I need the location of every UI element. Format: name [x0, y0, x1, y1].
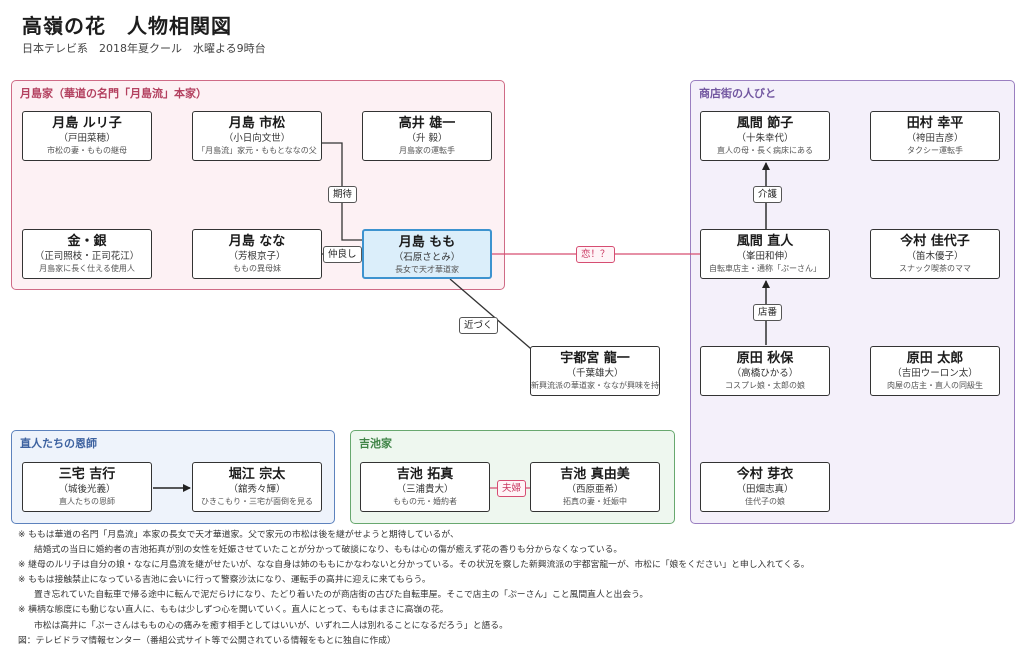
- person-card-kayoko: 今村 佳代子 （笛木優子） スナック喫茶のママ: [870, 229, 1000, 279]
- person-role: 月島家に長く仕える使用人: [39, 264, 135, 273]
- person-name: 月島 なな: [228, 234, 286, 249]
- person-actor: （田畑志真）: [736, 484, 794, 495]
- person-role: 新興流派の華道家・ななが興味を持つ: [531, 381, 659, 390]
- person-actor: （正司照枝・正司花江）: [34, 251, 140, 262]
- relation-label-kitai: 期待: [328, 186, 358, 203]
- person-actor: （戸田菜穂）: [58, 133, 116, 144]
- person-card-kohei: 田村 幸平 （袴田吉彦） タクシー運転手: [870, 111, 1000, 161]
- person-role: 市松の妻・ももの継母: [47, 146, 127, 155]
- note-line: 結婚式の当日に婚約者の吉池拓真が別の女性を妊娠させていたことが分かって破談になり…: [34, 545, 623, 556]
- person-actor: （三浦貴大）: [396, 484, 454, 495]
- person-role: タクシー運転手: [907, 146, 963, 155]
- person-actor: （十朱幸代）: [736, 133, 794, 144]
- person-name: 吉池 真由美: [560, 467, 630, 482]
- person-role: コスプレ娘・太郎の娘: [725, 381, 805, 390]
- person-name: 月島 もも: [398, 235, 456, 250]
- person-actor: （升 毅）: [406, 133, 448, 144]
- relation-label-tenban: 店番: [753, 304, 783, 321]
- person-role: 拓真の妻・妊娠中: [563, 497, 627, 506]
- person-actor: （芳根京子）: [228, 251, 286, 262]
- person-actor: （小日向文世）: [223, 133, 291, 144]
- person-name: 吉池 拓真: [396, 467, 454, 482]
- person-name: 宇都宮 龍一: [560, 351, 630, 366]
- person-name: 風間 直人: [736, 234, 794, 249]
- person-actor: （峯田和伸）: [736, 251, 794, 262]
- person-card-akiho: 原田 秋保 （高橋ひかる） コスプレ娘・太郎の娘: [700, 346, 830, 396]
- person-card-takuma: 吉池 拓真 （三浦貴大） ももの元・婚約者: [360, 462, 490, 512]
- relation-label-nakayoshi: 仲良し: [323, 246, 362, 263]
- page-title: 高嶺の花 人物相関図: [22, 14, 232, 38]
- source-credit: 図：テレビドラマ情報センター（番組公式サイト等で公開されている情報をもとに独自に…: [18, 635, 396, 646]
- person-name: 原田 秋保: [736, 351, 794, 366]
- person-role: 直人の母・長く病床にある: [717, 146, 813, 155]
- person-actor: （吉田ウーロン太）: [892, 368, 978, 379]
- person-actor: （千葉雄大）: [566, 368, 624, 379]
- person-name: 堀江 宗太: [228, 467, 286, 482]
- person-name: 月島 市松: [228, 116, 286, 131]
- person-role: 「月島流」家元・ももとななの父: [197, 146, 317, 155]
- person-card-setsuko: 風間 節子 （十朱幸代） 直人の母・長く病床にある: [700, 111, 830, 161]
- notes: ※ ももは華道の名門「月島流」本家の長女で天才華道家。父で家元の市松は後を継がせ…: [18, 528, 1014, 649]
- person-role: ひきこもり・三宅が面倒を見る: [201, 497, 313, 506]
- person-role: ももの異母妹: [233, 264, 281, 273]
- person-name: 田村 幸平: [906, 116, 964, 131]
- person-actor: （高橋ひかる）: [731, 368, 799, 379]
- relation-label-koi: 恋！？: [576, 246, 615, 263]
- person-card-miyake: 三宅 吉行 （城後光義） 直人たちの恩師: [22, 462, 152, 512]
- person-name: 原田 太郎: [906, 351, 964, 366]
- person-card-ichimatsu: 月島 市松 （小日向文世） 「月島流」家元・ももとななの父: [192, 111, 322, 161]
- page-subtitle: 日本テレビ系 2018年夏クール 水曜よる9時台: [22, 42, 266, 55]
- note-line: ※ ももは接触禁止になっている吉池に会いに行って警察沙汰になり、運転手の高井に迎…: [18, 575, 431, 586]
- group-label-tsukishima: 月島家（華道の名門「月島流」本家）: [20, 87, 207, 100]
- relation-label-kaigo: 介護: [753, 186, 783, 203]
- note-line: ※ 横柄な態度にも動じない直人に、ももは少しずつ心を開いていく。直人にとって、も…: [18, 605, 449, 616]
- relation-label-fuufu: 夫婦: [497, 480, 527, 497]
- person-card-nana: 月島 なな （芳根京子） ももの異母妹: [192, 229, 322, 279]
- person-name: 今村 佳代子: [900, 234, 970, 249]
- person-role: 直人たちの恩師: [59, 497, 115, 506]
- person-role: 月島家の運転手: [399, 146, 455, 155]
- person-name: 金・銀: [67, 234, 107, 249]
- person-name: 三宅 吉行: [58, 467, 116, 482]
- group-label-onjin: 直人たちの恩師: [20, 437, 97, 450]
- person-card-momo: 月島 もも （石原さとみ） 長女で天才華道家: [362, 229, 492, 279]
- person-name: 月島 ルリ子: [52, 116, 122, 131]
- person-name: 今村 芽衣: [736, 467, 794, 482]
- person-actor: （西原亜希）: [566, 484, 624, 495]
- person-role: 自転車店主・通称「ぷーさん」: [709, 264, 821, 273]
- group-label-shoten: 商店街の人びと: [699, 87, 776, 100]
- relation-label-chikazuku: 近づく: [459, 317, 498, 334]
- person-card-kingin: 金・銀 （正司照枝・正司花江） 月島家に長く仕える使用人: [22, 229, 152, 279]
- group-label-yoshiike: 吉池家: [359, 437, 392, 450]
- note-line: 置き忘れていた自転車で帰る途中に転んで泥だらけになり、たどり着いたのが商店街の古…: [34, 590, 649, 601]
- person-role: 佳代子の娘: [745, 497, 785, 506]
- person-role: ももの元・婚約者: [393, 497, 457, 506]
- person-name: 高井 雄一: [398, 116, 456, 131]
- note-line: ※ ももは華道の名門「月島流」本家の長女で天才華道家。父で家元の市松は後を継がせ…: [18, 530, 459, 540]
- person-card-taro: 原田 太郎 （吉田ウーロン太） 肉屋の店主・直人の同級生: [870, 346, 1000, 396]
- person-role: スナック喫茶のママ: [899, 264, 971, 273]
- person-card-mei: 今村 芽衣 （田畑志真） 佳代子の娘: [700, 462, 830, 512]
- person-actor: （石原さとみ）: [393, 252, 461, 263]
- note-line: ※ 継母のルリ子は自分の娘・ななに月島流を継がせたいが、なな自身は姉のももにかな…: [18, 560, 810, 571]
- person-actor: （笛木優子）: [906, 251, 964, 262]
- person-actor: （舘秀々輝）: [228, 484, 286, 495]
- person-card-naoto: 風間 直人 （峯田和伸） 自転車店主・通称「ぷーさん」: [700, 229, 830, 279]
- person-card-ruriko: 月島 ルリ子 （戸田菜穂） 市松の妻・ももの継母: [22, 111, 152, 161]
- person-name: 風間 節子: [736, 116, 794, 131]
- person-card-ryuichi: 宇都宮 龍一 （千葉雄大） 新興流派の華道家・ななが興味を持つ: [530, 346, 660, 396]
- person-actor: （城後光義）: [58, 484, 116, 495]
- note-line: 市松は高井に「ぷーさんはももの心の痛みを癒す相手としてはいいが、いずれ二人は別れ…: [34, 620, 508, 631]
- person-card-mayumi: 吉池 真由美 （西原亜希） 拓真の妻・妊娠中: [530, 462, 660, 512]
- person-card-takai: 高井 雄一 （升 毅） 月島家の運転手: [362, 111, 492, 161]
- person-role: 長女で天才華道家: [395, 265, 459, 274]
- person-actor: （袴田吉彦）: [906, 133, 964, 144]
- person-card-horie: 堀江 宗太 （舘秀々輝） ひきこもり・三宅が面倒を見る: [192, 462, 322, 512]
- person-role: 肉屋の店主・直人の同級生: [887, 381, 983, 390]
